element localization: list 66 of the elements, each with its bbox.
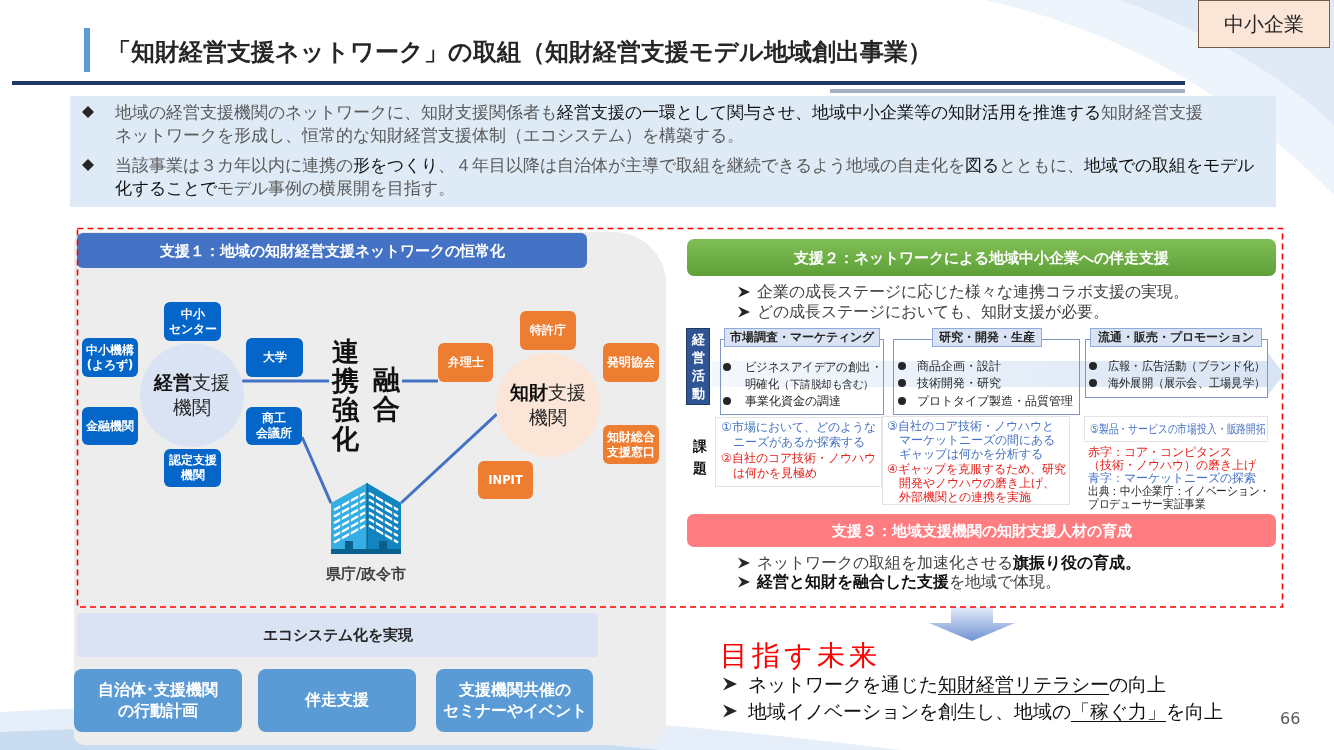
heading-band: 支援３：地域支援機関の知財支援人材の育成 [687,514,1276,547]
column-header: 流通・販売・プロモーション [1090,328,1262,347]
heading-band: 支援１：地域の知財経営支援ネットワークの恒常化 [77,233,587,268]
row-label: 課題 [693,437,707,478]
org-box: 特許庁 [520,311,576,350]
bullet-text: ネットワークの取組を加速化させる旗振り役の育成。 [757,553,1141,573]
bullet-text: 技術開発・研究 [917,374,1001,392]
bullet-text: プロトタイプ製造・品質管理 [917,392,1073,410]
note: 出典：中小企業庁：イノベーション・プロデューサー実証事業 [1088,485,1270,511]
bullet-text: ネットワークを通じた知財経営リテラシーの向上 [748,672,1166,696]
connector-line [402,379,438,383]
cell-text: ③自社のコア技術・ノウハウとマーケットニーズの間にあるギャップは何かを分析する [887,419,1055,461]
bullet-text: どの成長ステージにおいても、知財支援が必要。 [757,302,1109,322]
action-box: 支援機関共催のセミナーやイベント [436,669,593,732]
org-box: 中小機構(よろず) [82,338,138,377]
bullet-text: 広報・広告活動（ブランド化） [1108,357,1265,375]
category-tag: 中小企業 [1198,0,1330,48]
group-circle: 知財支援機関 [496,353,600,457]
org-box: INPIT [478,461,533,499]
page-number: 66 [1280,709,1301,729]
org-box: 金融機関 [82,407,138,445]
connector-line [242,379,329,383]
column-header: 研究・開発・生産 [932,328,1042,347]
heading-band: 支援２：ネットワークによる地域中小企業への伴走支援 [687,239,1276,276]
bullet-text: 企業の成長ステージに応じた様々な連携コラボ支援の実現。 [757,282,1189,302]
note: 赤字：コア・コンピタンス（技術・ノウハウ）の磨き上げ [1088,446,1256,472]
group-circle: 経営支援機関 [140,343,244,447]
paragraph: 地域の経営支援機関のネットワークに、知財支援関係者も経営支援の一環として関与させ、地域中小企業等の知財活用を推進する知財経営支援ネットワークを形成し、恒常的な知財経営支援体制（エコシステム）を構築する。 [115,101,1203,147]
cell-text: ④ギャップを克服するため、研究開発やノウハウの磨き上げ、外部機関との連携を実施 [887,462,1066,504]
info-band [70,96,1276,207]
issue-cell [882,416,1070,505]
bullet-text: 商品企画・設計 [917,357,1001,375]
issue-cell [1084,416,1268,442]
title: 「知財経営支援ネットワーク」の取組（知財経営支援モデル地域創出事業） [107,37,932,67]
building-icon [331,483,401,554]
org-box: 商工会議所 [246,407,302,445]
org-box: 知財総合支援窓口 [603,425,659,464]
org-box: 弁理士 [438,343,493,382]
cell-text: ①市場において、どのようなニーズがあるか探索する [721,420,876,449]
org-box: 発明協会 [603,343,659,382]
bullet-text: 地域イノベーションを創生し、地域の「稼ぐ力」を向上 [748,699,1223,723]
paragraph: 当該事業は３カ年以内に連携の形をつくり、４年目以降は自治体が主導で取組を継続できるよう地域の自走化を図るとともに、地域での取組をモデル化することでモデル事例の横展開を目指す。 [115,154,1254,200]
bullet-text: ビジネスアイデアの創出・明確化（下請脱却も含む） [745,358,882,393]
column-header: 市場調査・マーケティング [724,328,880,347]
label-box: 経営活動 [686,328,710,405]
issue-cell [715,417,882,487]
cell-text: ⑤製品・サービスの市場投入・販路開拓 [1090,421,1266,437]
connector-line [300,436,333,504]
action-box: 伴走支援 [258,669,416,732]
vertical-text: 連携強化 [329,334,361,456]
note: 青字：マーケットニーズの探索 [1088,472,1256,485]
connector-line [400,412,498,505]
org-box: 大学 [246,338,303,377]
cell-text: ②自社のコア技術・ノウハウは何かを見極め [721,451,876,480]
org-box: 中小センター [164,302,221,341]
org-box: 認定支援機関 [164,449,221,487]
block-arrow [928,606,1015,641]
action-box: 自治体･支援機関の行動計画 [74,669,242,732]
vertical-text: 融合 [370,362,402,426]
bullet-text: 海外展開（展示会、工場見学） [1108,374,1265,392]
heading: 目指す未来 [720,641,881,671]
bullet-text: 経営と知財を融合した支援を地域で体現。 [757,572,1061,592]
bullet-text: 事業化資金の調達 [745,392,841,410]
building-label: 県庁/政令市 [325,564,407,584]
summary-band: エコシステム化を実現 [77,613,598,657]
panel [74,232,666,745]
